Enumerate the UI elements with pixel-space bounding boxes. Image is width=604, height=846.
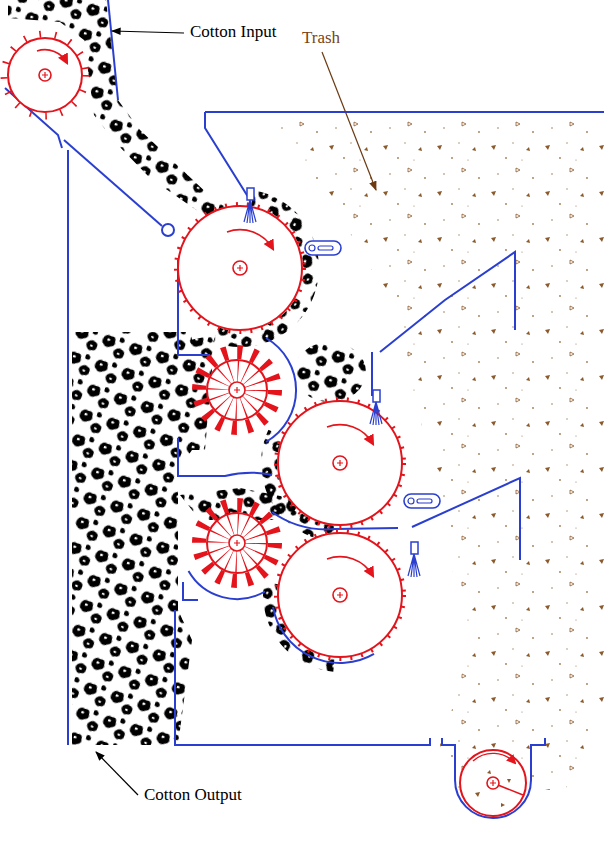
leader-lines xyxy=(96,31,376,795)
spiked-drum xyxy=(199,352,275,428)
feed-roller xyxy=(4,34,86,116)
part-label: Trash xyxy=(300,28,342,48)
grid-bar xyxy=(404,494,440,508)
trash-cloud xyxy=(270,118,604,790)
grid-bar xyxy=(305,241,341,255)
saw-cylinder xyxy=(276,531,404,659)
saw-cylinder xyxy=(176,204,304,332)
brush-symbol xyxy=(408,542,420,577)
trash-auger xyxy=(460,750,526,816)
part-label: Cotton Output xyxy=(142,785,244,805)
spiked-drum xyxy=(199,505,275,581)
part-label: Cotton Input xyxy=(188,22,278,42)
brush-symbol xyxy=(244,188,256,223)
brush-symbol xyxy=(370,390,382,425)
saw-cylinder xyxy=(276,399,404,527)
machine-frame xyxy=(5,0,604,818)
